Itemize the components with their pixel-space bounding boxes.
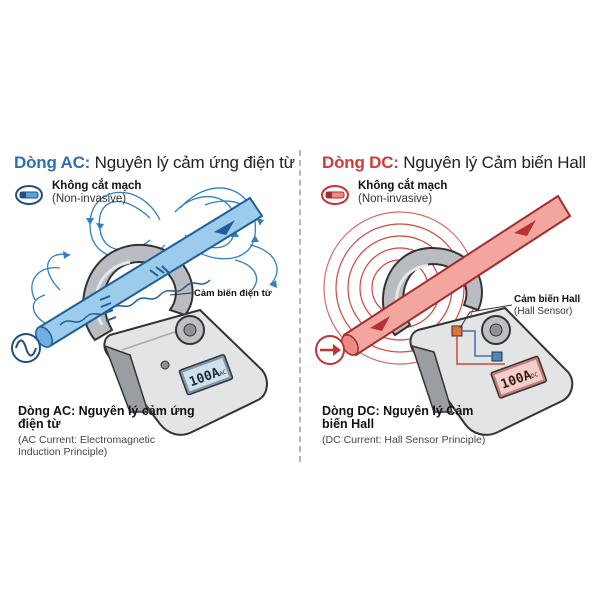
dc-sensor-leader-line bbox=[459, 304, 513, 329]
ac-sensor-label: Cảm biến điện từ bbox=[194, 288, 272, 299]
dc-title: Dòng DC: Nguyên lý Cảm biến Hall bbox=[322, 153, 586, 172]
dc-display-unit: DC bbox=[530, 371, 540, 380]
dc-badge-text: Không cắt mạch (Non-invasive) bbox=[358, 180, 448, 205]
ac-meter-body bbox=[103, 308, 268, 436]
sine-wave-icon bbox=[11, 333, 41, 363]
ac-clamp-illustration: 100A AC bbox=[11, 187, 278, 436]
dc-caption: Dòng DC: Nguyên lý Cảm biến Hall (DC Cur… bbox=[322, 404, 486, 447]
dc-conductor bbox=[341, 194, 572, 357]
ac-title: Dòng AC: Nguyên lý cảm ứng điện từ bbox=[14, 153, 295, 172]
field-arrowheads bbox=[63, 218, 277, 288]
non-invasive-badge-icon bbox=[321, 185, 349, 205]
non-invasive-badge-icon bbox=[15, 185, 43, 205]
dc-meter-body bbox=[409, 306, 574, 436]
panel-divider bbox=[299, 150, 301, 462]
ac-sensor-leader-line bbox=[169, 292, 193, 296]
dc-sensor-label: Cảm biến Hall (Hall Sensor) bbox=[514, 294, 581, 317]
ac-display-unit: AC bbox=[218, 369, 228, 378]
ac-panel: 100A AC Dòng AC: Nguyên lý cảm ứng điện … bbox=[0, 150, 300, 460]
ac-conductor bbox=[35, 196, 264, 348]
ac-caption: Dòng AC: Nguyên lý cảm ứng điện từ (AC C… bbox=[18, 404, 195, 459]
coil-windings bbox=[99, 265, 170, 322]
dc-panel: 100A DC Dòng DC: Nguyên lý Cảm biến Hall… bbox=[300, 150, 600, 460]
dc-clamp-illustration: 100A DC bbox=[315, 194, 574, 436]
sensor-chip-blue bbox=[491, 351, 503, 362]
ac-badge-text: Không cắt mạch (Non-invasive) bbox=[52, 180, 142, 205]
dc-arrow-icon bbox=[315, 335, 345, 365]
